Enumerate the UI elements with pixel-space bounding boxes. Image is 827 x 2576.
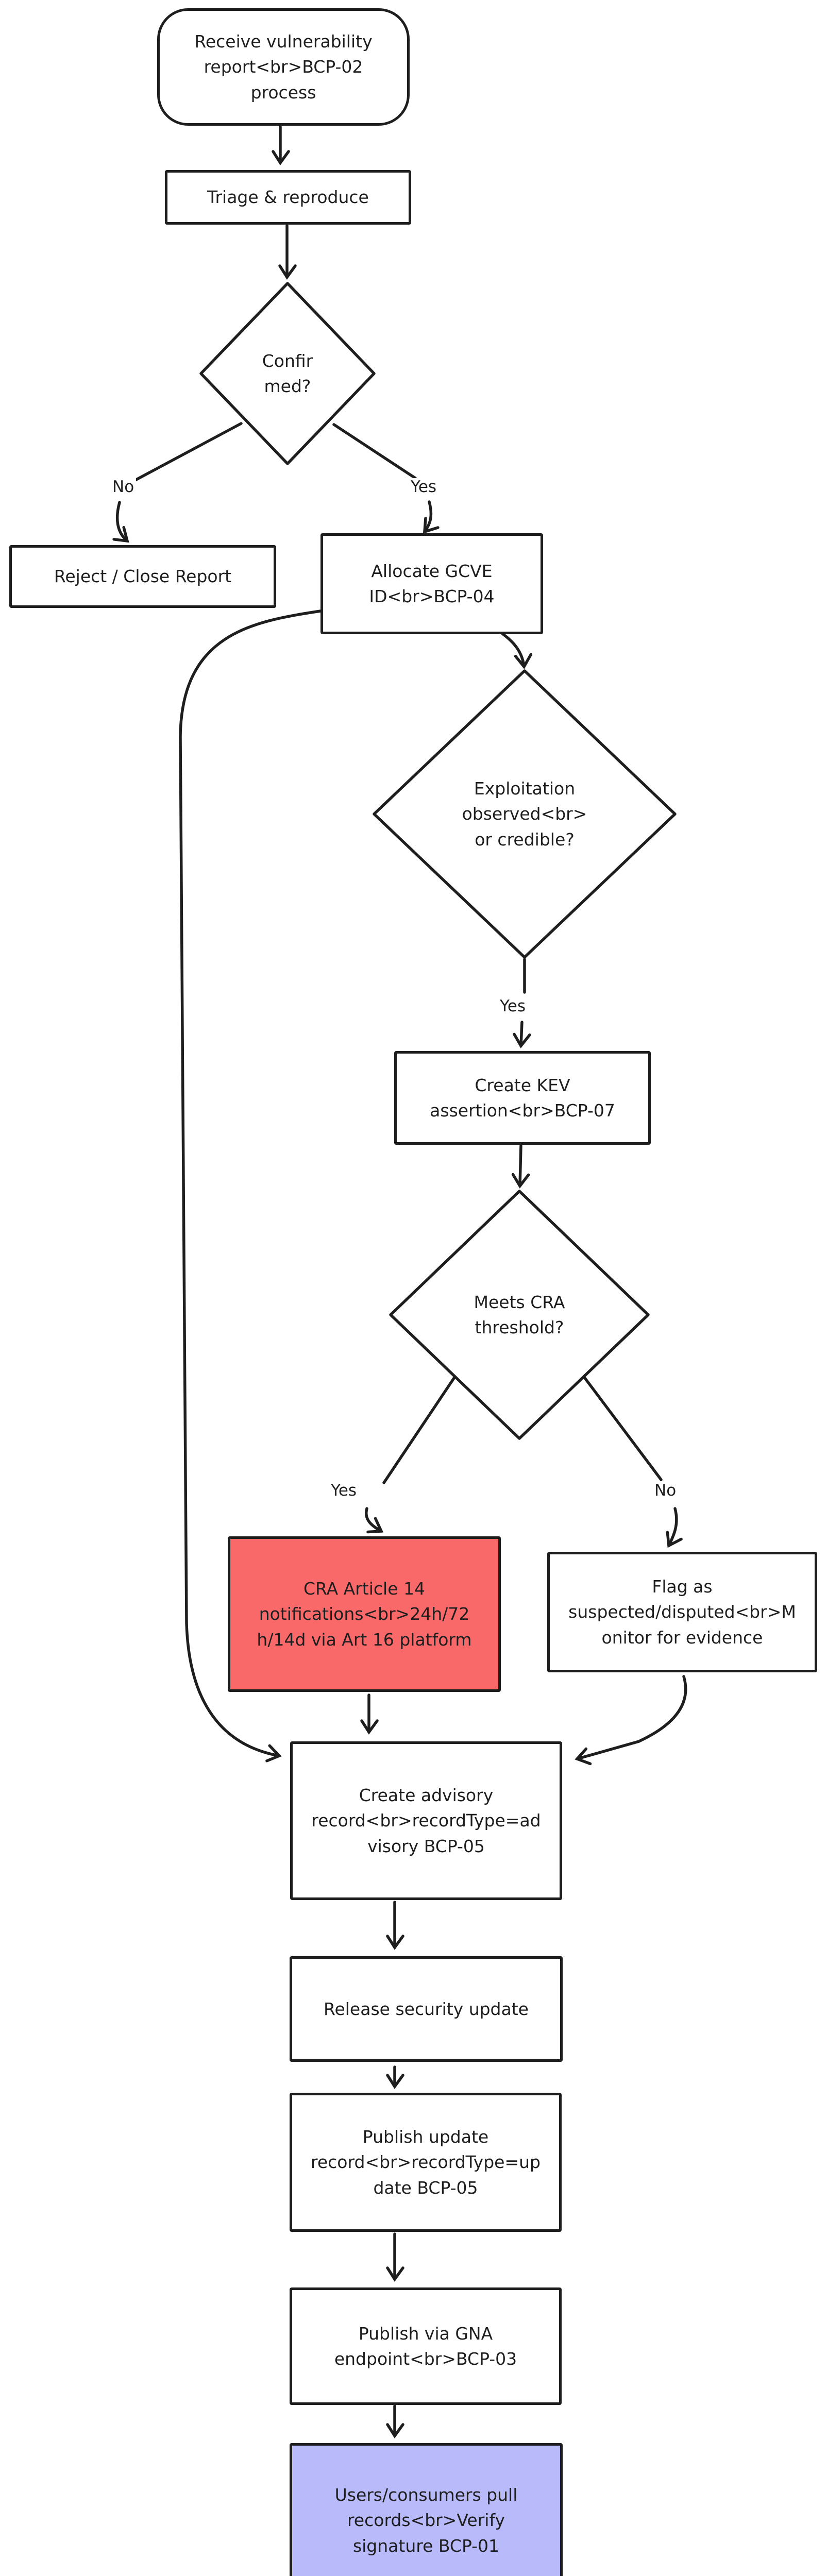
- edge-meetscra-no-arrow: [666, 1507, 683, 1548]
- node-create-advisory: Create advisory record<br>recordType=ad …: [290, 1741, 562, 1900]
- edge-label-confirmed-no: No: [110, 478, 137, 496]
- node-reject-close: Reject / Close Report: [9, 545, 276, 608]
- node-triage: Triage & reproduce: [165, 170, 411, 225]
- edge-label-meets-cra-no: No: [652, 1482, 679, 1500]
- edge-flag-advisory: [575, 1675, 687, 1766]
- edge-confirmed-yes-arrow: [423, 500, 440, 534]
- diamond-meets-cra: [389, 1190, 650, 1440]
- node-flag-suspected: Flag as suspected/disputed<br>M onitor f…: [547, 1552, 817, 1672]
- edge-label-meets-cra-yes: Yes: [329, 1482, 359, 1500]
- edge-meetscra-no-line: [582, 1375, 663, 1481]
- edge-label-confirmed-yes: Yes: [409, 478, 439, 496]
- node-publish-update: Publish update record<br>recordType=up d…: [290, 2093, 562, 2232]
- edge-label-exploitation-yes: Yes: [498, 997, 528, 1015]
- node-release-update: Release security update: [290, 1956, 563, 2062]
- edge-meetscra-yes-arrow: [365, 1507, 384, 1534]
- node-cra-article14: CRA Article 14 notifications<br>24h/72 h…: [228, 1536, 501, 1692]
- diamond-exploitation: [373, 669, 677, 959]
- node-receive-report: Receive vulnerability report<br>BCP-02 p…: [157, 8, 410, 126]
- node-publish-gna: Publish via GNA endpoint<br>BCP-03: [290, 2287, 562, 2405]
- edge-confirmed-no-line: [130, 422, 243, 484]
- node-allocate-gcve: Allocate GCVE ID<br>BCP-04: [320, 533, 543, 634]
- label-diamond-confirmed: Confir med?: [262, 350, 313, 397]
- label-diamond-exploitation: Exploitation observed<br> or credible?: [462, 778, 587, 850]
- edge-exploitation-yes-arrow: [513, 1021, 531, 1048]
- edge-confirmed-yes-line: [332, 423, 417, 480]
- node-users-pull: Users/consumers pull records<br>Verify s…: [290, 2443, 563, 2576]
- edge-meetscra-yes-line: [382, 1375, 457, 1484]
- node-create-kev: Create KEV assertion<br>BCP-07: [394, 1051, 651, 1145]
- edge-kev-meetscra: [511, 1144, 530, 1189]
- edge-allocate-exploitation: [501, 632, 533, 669]
- label-diamond-meets-cra: Meets CRA threshold?: [474, 1292, 565, 1338]
- edge-confirmed-no-arrow: [112, 501, 129, 543]
- diamond-confirmed: [199, 282, 376, 465]
- edge-allocate-advisory-long: [179, 609, 322, 1762]
